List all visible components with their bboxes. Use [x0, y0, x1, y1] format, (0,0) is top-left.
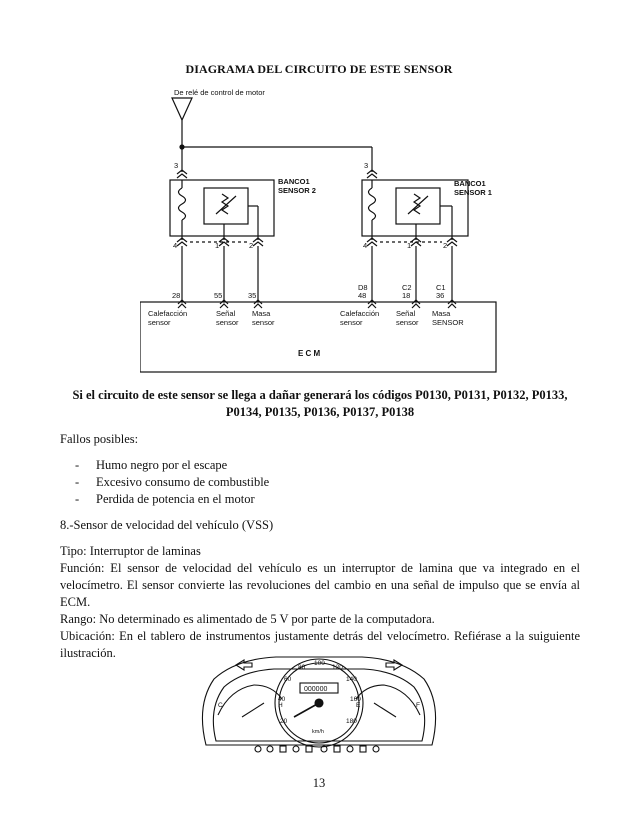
odometer-value: 000000	[304, 686, 327, 693]
speed-tick-140: 140	[346, 676, 357, 683]
warning-lights-row	[254, 745, 380, 753]
ecm-term-5b: sensor	[396, 318, 419, 327]
list-item-text: Perdida de potencia en el motor	[96, 492, 255, 506]
speed-tick-40: 40	[278, 696, 286, 703]
ecm-term-6a: Masa	[432, 309, 451, 318]
ecm-pin-c2: C2	[402, 283, 412, 292]
left-sensor-box	[169, 179, 275, 237]
ecm-pin-48: 48	[358, 291, 366, 300]
cluster-outline	[201, 656, 437, 746]
ecm-label: E C M	[298, 349, 321, 358]
speed-tick-180: 180	[346, 718, 357, 725]
list-item-text: Excesivo consumo de combustible	[96, 475, 270, 489]
ubicacion-paragraph: Ubicación: En el tablero de instrumentos…	[60, 629, 580, 660]
ecm-term-2b: sensor	[216, 318, 239, 327]
ecm-pin-55: 55	[214, 291, 222, 300]
left-turn-signal-icon	[234, 659, 253, 671]
rango-line: Rango: No determinado es alimentado de 5…	[60, 612, 435, 626]
fallos-heading: Fallos posibles:	[60, 432, 139, 446]
right-sensor-label-2: SENSOR 1	[454, 188, 492, 197]
right-pin-top: 3	[364, 161, 368, 170]
left-pin-1: 1	[215, 241, 219, 250]
right-pin-4: 4	[363, 241, 367, 250]
section-heading: 8.-Sensor de velocidad del vehículo (VSS…	[60, 518, 274, 532]
fuel-needle	[373, 702, 397, 718]
instrument-cluster-illustration: 20 40 60 80 100 120 140 160 180 000000 k…	[196, 645, 442, 757]
fallos-list: -Humo negro por el escape -Excesivo cons…	[60, 457, 580, 508]
ecm-box	[139, 301, 497, 373]
ecm-pin-28: 28	[172, 291, 180, 300]
list-item-text: Humo negro por el escape	[96, 458, 228, 472]
ecm-term-1a: Calefacción	[148, 309, 187, 318]
list-item: -Excesivo consumo de combustible	[75, 475, 270, 489]
left-sensor-label-2: SENSOR 2	[278, 186, 316, 195]
speed-tick-60: 60	[284, 676, 292, 683]
ecm-pin-18: 18	[402, 291, 410, 300]
left-pin-4: 4	[173, 241, 177, 250]
fuel-gauge-arc	[355, 684, 421, 716]
relay-symbol	[171, 97, 193, 122]
odometer-box	[299, 682, 339, 694]
left-pin-top: 3	[174, 161, 178, 170]
list-item: -Perdida de potencia en el motor	[75, 492, 255, 506]
left-heater-coil	[177, 187, 187, 221]
speed-tick-20: 20	[280, 718, 288, 725]
right-sensor-label-1: BANCO1	[454, 179, 486, 188]
circuit-diagram: De relé de control de motor 3 3 BANCO1 S…	[139, 84, 500, 376]
speed-tick-80: 80	[298, 664, 306, 671]
circuit-diagram-svg: De relé de control de motor 3 3 BANCO1 S…	[139, 88, 497, 373]
funcion-paragraph: Función: El sensor de velocidad del vehí…	[60, 561, 580, 609]
temp-needle	[241, 702, 265, 718]
ecm-term-4a: Calefacción	[340, 309, 379, 318]
right-heater-coil	[367, 187, 377, 221]
codes-paragraph: Si el circuito de este sensor se llega a…	[72, 388, 568, 419]
temp-hot-label: H	[278, 702, 283, 709]
page-title: DIAGRAMA DEL CIRCUITO DE ESTE SENSOR	[185, 62, 453, 76]
ecm-pin-d8: D8	[358, 283, 368, 292]
right-pin-2: 2	[443, 241, 447, 250]
list-item: -Humo negro por el escape	[75, 458, 228, 472]
right-sensor-box	[361, 179, 469, 237]
ecm-term-6b: SENSOR	[432, 318, 464, 327]
speed-unit: km/h	[312, 729, 324, 735]
ecm-pin-36: 36	[436, 291, 444, 300]
page-number: 13	[312, 776, 326, 790]
ecm-pin-c1: C1	[436, 283, 446, 292]
right-sensor-element	[412, 193, 422, 215]
ecm-term-3b: sensor	[252, 318, 275, 327]
left-pin-2: 2	[249, 241, 253, 250]
ecm-term-3a: Masa	[252, 309, 271, 318]
fuel-empty-label: E	[356, 702, 361, 709]
left-sensor-element	[220, 193, 230, 215]
speed-tick-100: 100	[314, 660, 325, 667]
right-turn-signal-icon	[385, 659, 404, 671]
fuel-full-label: F	[416, 702, 420, 709]
instrument-cluster-svg: 20 40 60 80 100 120 140 160 180 000000 k…	[201, 656, 437, 753]
ecm-term-5a: Señal	[396, 309, 416, 318]
ecm-term-1b: sensor	[148, 318, 171, 327]
ecm-term-4b: sensor	[340, 318, 363, 327]
temp-gauge-arc	[217, 684, 283, 716]
ecm-pin-35: 35	[248, 291, 256, 300]
relay-label: De relé de control de motor	[174, 88, 265, 97]
ecm-term-2a: Señal	[216, 309, 236, 318]
speed-needle	[293, 702, 320, 718]
speedometer-dial	[274, 658, 364, 748]
right-pin-1: 1	[407, 241, 411, 250]
speed-tick-120: 120	[332, 664, 343, 671]
tipo-line: Tipo: Interruptor de laminas	[60, 544, 201, 558]
temp-cold-label: C	[218, 702, 223, 709]
speed-tick-160: 160	[350, 696, 361, 703]
left-sensor-label-1: BANCO1	[278, 177, 310, 186]
